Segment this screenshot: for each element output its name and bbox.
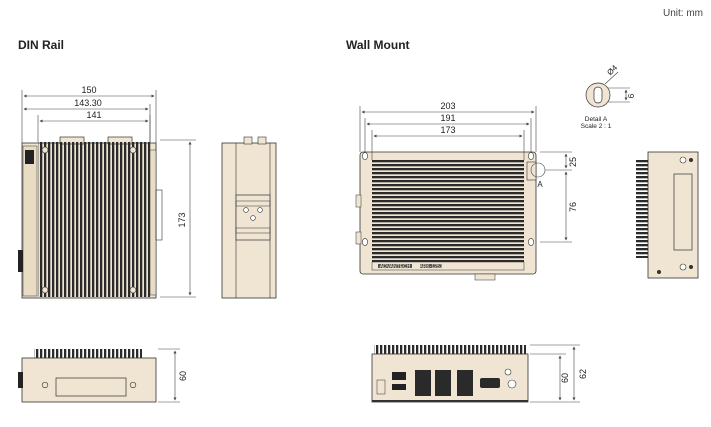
detail-a-view [585, 71, 630, 108]
din-side-view [221, 136, 277, 299]
dim-din-width-143: 143.30 [74, 98, 102, 108]
dim-din-width-150: 150 [81, 85, 96, 95]
detail-diameter-label: Ø4 [605, 63, 619, 77]
din-rail-heading: DIN Rail [18, 38, 65, 52]
device-model-label: ARK-1251 [419, 264, 442, 270]
detail-scale: Scale 2 : 1 [581, 123, 612, 130]
wall-mount-heading: Wall Mount [346, 38, 410, 52]
device-brand-label: ADVANTECH [380, 264, 411, 270]
detail-title: Detail A [585, 116, 608, 123]
dim-wall-height-25: 25 [568, 157, 578, 167]
wall-front-dimensions [359, 106, 572, 243]
din-bottom-view [18, 349, 157, 403]
detail-callout-a: A [537, 180, 543, 189]
dim-wall-width-191: 191 [440, 113, 455, 123]
dim-wall-width-173: 173 [440, 125, 455, 135]
unit-label: Unit: mm [663, 8, 703, 19]
detail-six-label: 6 [627, 93, 636, 98]
din-bottom-dimensions [158, 348, 180, 403]
wall-bottom-dimensions [530, 344, 580, 403]
dim-din-height-173: 173 [177, 212, 187, 227]
dim-wall-height-76: 76 [568, 202, 578, 212]
dim-wall-depth-60: 60 [560, 373, 570, 383]
dim-wall-width-203: 203 [440, 101, 455, 111]
wall-bottom-view [371, 345, 529, 403]
dim-wall-depth-62: 62 [578, 369, 588, 379]
dim-din-width-141: 141 [86, 110, 101, 120]
dim-din-depth-60: 60 [178, 371, 188, 381]
din-front-dimensions [21, 90, 196, 298]
wall-front-view [355, 151, 546, 281]
wall-side-view [636, 151, 699, 279]
din-front-view [18, 136, 163, 299]
